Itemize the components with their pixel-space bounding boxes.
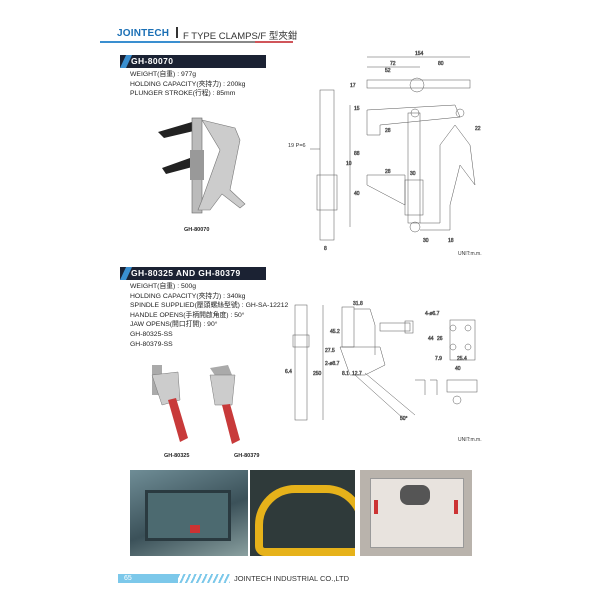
dim: 50° bbox=[400, 416, 408, 422]
section-title-gh-80070: GH-80070 bbox=[120, 55, 266, 68]
dim: 15 bbox=[354, 106, 360, 112]
dim: 31.8 bbox=[353, 301, 363, 307]
dim: 8 bbox=[324, 246, 327, 252]
product-image-gh-80070 bbox=[158, 117, 246, 214]
dim: 30 bbox=[423, 238, 429, 244]
dim: 4-ø6.7 bbox=[425, 311, 440, 317]
dim: 250 bbox=[313, 371, 322, 377]
spec-handle-opens: HANDLE OPENS(手柄開啟角度) : 50° bbox=[130, 311, 245, 319]
unit-label-1: UNIT:m.m. bbox=[458, 251, 482, 257]
product-images-gh-80325-80379 bbox=[151, 365, 240, 444]
spec-jaw-opens: JAW OPENS(開口打開) : 90° bbox=[130, 321, 218, 329]
spec-holding-capacity: HOLDING CAPACITY(夾持力) : 200kg bbox=[130, 80, 246, 88]
product-gh-80325 bbox=[151, 365, 188, 442]
dim: 44 bbox=[428, 336, 434, 342]
dim: 22 bbox=[475, 126, 481, 132]
page-title: F TYPE CLAMPS/F 型夾鉗 bbox=[183, 31, 298, 42]
dim: 7.9 bbox=[435, 356, 442, 362]
dim: 52 bbox=[385, 68, 391, 74]
dim: 30 bbox=[410, 171, 416, 177]
spec-spindle: SPINDLE SUPPLIED(壓頭螺絲型號) : GH-SA-12212 bbox=[130, 302, 289, 310]
dim: 10 bbox=[346, 161, 352, 167]
dim: 18 bbox=[448, 238, 454, 244]
header-underline-red bbox=[255, 41, 293, 43]
spec-weight: WEIGHT(自重) : 500g bbox=[130, 283, 197, 290]
dim: 2-ø8.7 bbox=[325, 361, 340, 367]
dim: 40 bbox=[455, 366, 461, 372]
application-photo-2 bbox=[250, 470, 355, 556]
spec-model-ss-2: GH-80379-SS bbox=[130, 340, 173, 348]
spec-model-ss-1: GH-80325-SS bbox=[130, 330, 173, 338]
footer-stripes bbox=[178, 574, 230, 583]
dim-thread-label: 19 P=6 bbox=[288, 143, 306, 149]
specs-gh-80325-80379: WEIGHT(自重) : 500g HOLDING CAPACITY(夾持力) … bbox=[130, 282, 288, 349]
spec-holding-capacity: HOLDING CAPACITY(夾持力) : 340kg bbox=[130, 292, 246, 300]
section-title-text: GH-80325 AND GH-80379 bbox=[131, 268, 241, 278]
dim: 26 bbox=[437, 336, 443, 342]
dim: 28 bbox=[385, 128, 391, 134]
dim: 72 bbox=[390, 61, 396, 67]
page-number: 65 bbox=[118, 574, 178, 583]
application-photo-1 bbox=[130, 470, 248, 556]
spec-plunger-stroke: PLUNGER STROKE(行程) : 85mm bbox=[130, 90, 236, 98]
header-underline-blue bbox=[100, 41, 180, 43]
dim: 8.1 bbox=[342, 371, 349, 377]
application-photo-3 bbox=[360, 470, 472, 556]
technical-drawing-gh-80070: 154 72 80 52 17 10 15 88 40 28 28 30 22 … bbox=[310, 51, 481, 252]
section-title-gh-80325-80379: GH-80325 AND GH-80379 bbox=[120, 267, 266, 280]
dim: 40 bbox=[354, 191, 360, 197]
dim: 27.5 bbox=[325, 348, 335, 354]
specs-gh-80070: WEIGHT(自重) : 977g HOLDING CAPACITY(夾持力) … bbox=[130, 70, 245, 99]
dim: 6.4 bbox=[285, 369, 292, 375]
caption-gh-80325: GH-80325 bbox=[164, 453, 190, 459]
caption-gh-80070: GH-80070 bbox=[184, 227, 210, 233]
brand-logo: JOINTECH bbox=[117, 28, 170, 39]
dim: 25.4 bbox=[457, 356, 467, 362]
technical-drawing-gh-80325: 6.4 250 31.8 45.2 27.5 2-ø8.7 8.1 12.7 5… bbox=[285, 301, 478, 422]
dim: 88 bbox=[354, 151, 360, 157]
dim: 28 bbox=[385, 169, 391, 175]
dim: 45.2 bbox=[330, 329, 340, 335]
dim: 80 bbox=[438, 61, 444, 67]
header-divider bbox=[176, 27, 178, 38]
dim: 17 bbox=[350, 83, 356, 89]
spec-weight: WEIGHT(自重) : 977g bbox=[130, 71, 197, 78]
header-underline-grey bbox=[180, 41, 255, 43]
section-title-text: GH-80070 bbox=[131, 56, 174, 66]
product-gh-80379 bbox=[209, 365, 240, 444]
unit-label-2: UNIT:m.m. bbox=[458, 437, 482, 443]
caption-gh-80379: GH-80379 bbox=[234, 453, 260, 459]
footer-company: JOINTECH INDUSTRIAL CO.,LTD bbox=[234, 574, 350, 583]
dim: 154 bbox=[415, 51, 424, 57]
dim: 12.7 bbox=[352, 371, 362, 377]
